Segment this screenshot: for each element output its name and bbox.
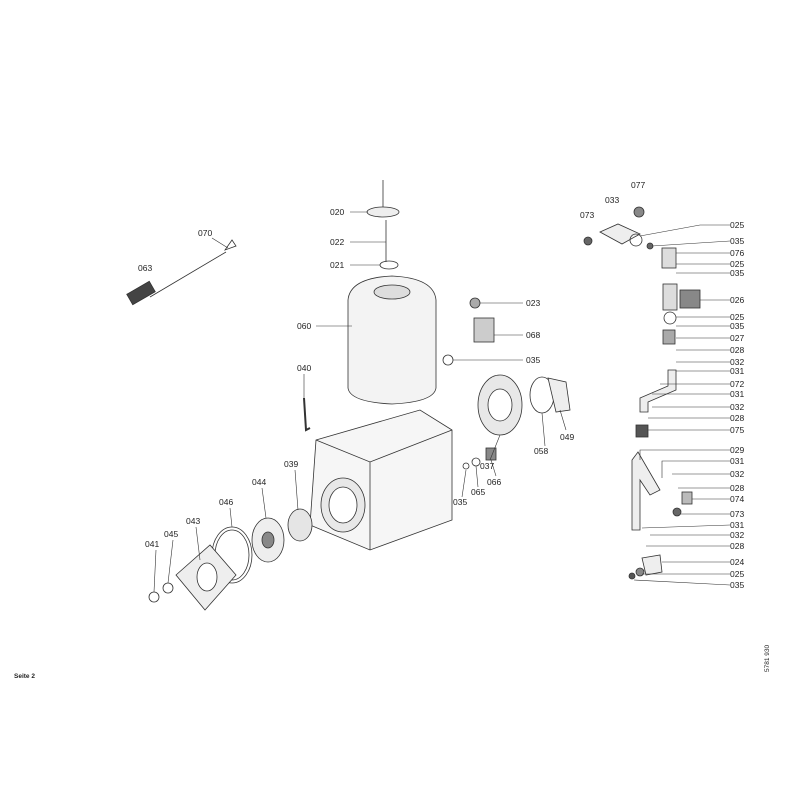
label-023: 023 <box>526 298 541 308</box>
label-074: 074 <box>730 494 745 504</box>
page-label: Seite 2 <box>14 673 35 680</box>
heat-exchanger-body <box>309 409 453 551</box>
part-040 <box>303 397 311 432</box>
label-025: 025 <box>730 569 745 579</box>
label-041: 041 <box>145 539 160 549</box>
label-031: 031 <box>730 520 745 530</box>
label-035: 035 <box>730 321 745 331</box>
label-077: 077 <box>631 180 646 190</box>
label-070: 070 <box>198 228 213 238</box>
label-031: 031 <box>730 389 745 399</box>
label-035: 035 <box>730 580 745 590</box>
label-076: 076 <box>730 248 745 258</box>
label-073: 073 <box>580 210 595 220</box>
document-number: 5781 930 <box>764 644 771 672</box>
label-040: 040 <box>297 363 312 373</box>
label-028: 028 <box>730 413 745 423</box>
label-025: 025 <box>730 259 745 269</box>
label-021: 021 <box>330 260 345 270</box>
label-039: 039 <box>284 459 299 469</box>
label-035: 035 <box>730 236 745 246</box>
label-022: 022 <box>330 237 345 247</box>
label-043: 043 <box>186 516 201 526</box>
label-035: 035 <box>526 355 541 365</box>
label-033: 033 <box>605 195 620 205</box>
label-066: 066 <box>487 477 502 487</box>
label-044: 044 <box>252 477 267 487</box>
label-024: 024 <box>730 557 745 567</box>
label-032: 032 <box>730 469 745 479</box>
label-058: 058 <box>534 446 549 456</box>
label-073: 073 <box>730 509 745 519</box>
label-068: 068 <box>526 330 541 340</box>
label-032: 032 <box>730 357 745 367</box>
label-027: 027 <box>730 333 745 343</box>
leader-lines <box>153 211 731 593</box>
label-037: 037 <box>480 461 495 471</box>
fan-parts <box>442 297 571 470</box>
label-049: 049 <box>560 432 575 442</box>
burner-door-parts <box>148 508 313 611</box>
label-072: 072 <box>730 379 745 389</box>
label-075: 075 <box>730 425 745 435</box>
label-032: 032 <box>730 402 745 412</box>
label-032: 032 <box>730 530 745 540</box>
label-025: 025 <box>730 312 745 322</box>
tank-060 <box>347 275 437 405</box>
label-035b: 035 <box>453 497 468 507</box>
sensor-rod-070 <box>126 239 237 306</box>
label-028: 028 <box>730 345 745 355</box>
label-045: 045 <box>164 529 179 539</box>
label-046: 046 <box>219 497 234 507</box>
label-020: 020 <box>330 207 345 217</box>
label-025: 025 <box>730 220 745 230</box>
label-065: 065 <box>471 487 486 497</box>
label-063: 063 <box>138 263 153 273</box>
pump-pipe-assembly <box>583 206 701 580</box>
label-031: 031 <box>730 366 745 376</box>
label-031: 031 <box>730 456 745 466</box>
label-029: 029 <box>730 445 745 455</box>
label-026: 026 <box>730 295 745 305</box>
top-fitting-020 <box>366 180 400 270</box>
label-035: 035 <box>730 268 745 278</box>
label-060: 060 <box>297 321 312 331</box>
label-028: 028 <box>730 483 745 493</box>
label-028: 028 <box>730 541 745 551</box>
